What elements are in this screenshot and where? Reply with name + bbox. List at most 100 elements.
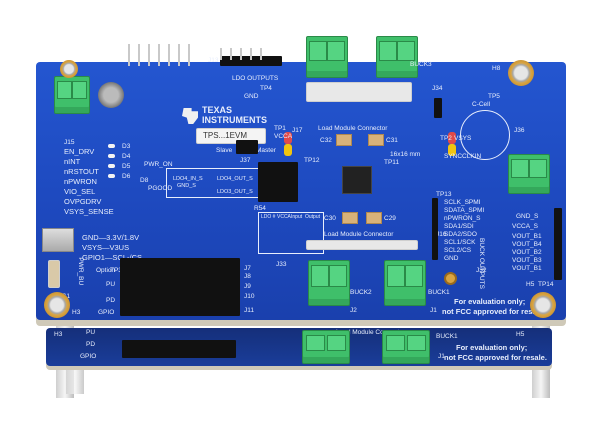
lower-notice-line2: not FCC approved for resale.: [444, 353, 547, 362]
lower-j1-label: J1: [438, 353, 445, 360]
j11-label: J11: [244, 307, 254, 314]
h5-label: H5: [526, 281, 535, 288]
signal-nint: nINT: [64, 157, 81, 166]
lower-buck1-label: BUCK1: [436, 333, 458, 340]
buck3-terminal: [306, 36, 348, 78]
j14-jumper-block: [258, 162, 298, 202]
buck-outputs-header: [554, 208, 562, 280]
output-vout-b2: VOUT_B2: [512, 249, 542, 256]
buck-outputs-label: BUCK OUTPUTS: [478, 238, 485, 289]
led-d5: [108, 164, 115, 168]
j2-label: J2: [350, 307, 357, 314]
j32-pad: [444, 272, 457, 285]
j9-label: J9: [244, 283, 251, 290]
tp6-fb-b3: [448, 144, 456, 156]
j34-jumper: [434, 98, 442, 118]
d5-label: D5: [122, 163, 131, 170]
pu-label: PU: [106, 281, 116, 288]
pmic-chip: [342, 166, 372, 194]
pwr-on-label: PWR_ON: [144, 161, 173, 168]
spmi-pin-sda1: SDA1/SDI: [444, 223, 474, 230]
tp11-label: TP11: [384, 159, 400, 166]
ti-logo-icon: [182, 108, 198, 124]
slave-label: Slave: [216, 147, 233, 154]
upper-pcb: TEXAS INSTRUMENTS TPS...1EVM J15 EN_DRV …: [36, 36, 566, 320]
output-vout-b4: VOUT_B4: [512, 241, 542, 248]
gnd-s-label: GND_S: [177, 183, 196, 189]
brand-line1: TEXAS: [202, 105, 233, 115]
inductor-size-label: 16x16 mm: [390, 151, 421, 158]
lower-buck1-terminal: [382, 330, 430, 364]
mounting-screw-h8: [508, 60, 534, 86]
output-vout-b1-2: VOUT_B1: [512, 265, 542, 272]
power-switch: [48, 260, 60, 288]
spmi-header: [432, 198, 438, 260]
j8-label: J8: [244, 273, 251, 280]
led-d4: [108, 154, 115, 158]
pgood-label: PGOOD: [148, 185, 173, 192]
tp13-label: TP13: [436, 191, 452, 198]
lower-notice-line1: For evaluation only;: [456, 343, 528, 352]
j37-jumper: [236, 140, 258, 154]
d8-label: D8: [140, 177, 149, 184]
gpio-label: GPIO: [98, 309, 115, 316]
tp5-label: TP5: [488, 93, 500, 100]
header-pin: [158, 44, 160, 66]
lower-h3-label: H3: [54, 331, 63, 338]
output-vout-b3: VOUT_B3: [512, 257, 542, 264]
signal-vsys-sense: VSYS_SENSE: [64, 207, 114, 216]
mounting-screw-h7: [60, 60, 78, 78]
gnd-voltage-label: GND—3.3V/1.8V: [82, 233, 140, 242]
signal-nrstout: nRSTOUT: [64, 167, 99, 176]
tp4-label: TP4: [260, 85, 272, 92]
header-pin: [168, 44, 170, 66]
board-label-text: TPS...1EVM: [203, 131, 248, 140]
c29-label: C29: [384, 215, 396, 222]
header-pin: [178, 44, 180, 66]
ldo-sense-table: LDO4_IN_S LDO4_OUT_S GND_S LDO3_OUT_S: [166, 168, 264, 198]
load-module-connector-bottom: [306, 240, 418, 250]
header-pin: [230, 48, 232, 60]
r54-label: R54: [254, 205, 266, 212]
notice-line1: For evaluation only;: [454, 297, 526, 306]
capacitor-c32: [336, 134, 352, 146]
standoff-left-rear: [66, 366, 84, 394]
spmi-pin-sda2: SDA2/SDO: [444, 231, 477, 238]
j34-label: J34: [432, 85, 443, 92]
d6-label: D6: [122, 173, 131, 180]
notice-line2: not FCC approved for resale.: [442, 307, 545, 316]
vcca-label: VCCA: [274, 133, 293, 140]
signal-en-drv: EN_DRV: [64, 147, 95, 156]
pwr-bu-label: PWR_BU: [77, 257, 85, 286]
spmi-pin-npwron: nPWRON_S: [444, 215, 481, 222]
j16-label: J16: [436, 231, 447, 238]
mounting-screw-h3: [44, 292, 70, 318]
j1-label: J1: [430, 307, 437, 314]
signal-ovpgdrv: OVPGDRV: [64, 197, 102, 206]
buck3-label: BUCK3: [410, 61, 432, 68]
c32-label: C32: [320, 137, 332, 144]
buck1-terminal: [384, 260, 426, 306]
c30-label: C30: [324, 215, 336, 222]
capacitor-c31: [368, 134, 384, 146]
load-module-label-top: Load Module Connector: [318, 125, 388, 132]
d3-label: D3: [122, 143, 131, 150]
j37-label: J37: [240, 157, 251, 164]
gpio-header-block: [120, 258, 240, 316]
c-cell-label: C-Cell: [472, 101, 491, 108]
tp2-vsys: [448, 132, 456, 144]
spmi-pin-scl1: SCL1/SCK: [444, 239, 476, 246]
led-d6: [108, 174, 115, 178]
usb-connector: [42, 228, 74, 252]
buck2-terminal: [308, 260, 350, 306]
lower-gpio-label: GPIO: [80, 353, 97, 360]
buck2-label: BUCK2: [350, 289, 372, 296]
tp2-label: TP2: [440, 135, 452, 142]
output-vcca-s: VCCA_S: [512, 223, 539, 230]
header-pin: [260, 48, 262, 60]
option-label: Option: [96, 267, 116, 274]
header-pin: [138, 44, 140, 66]
j13-ldo-outputs-header: [220, 56, 282, 66]
lower-gpio-header: [122, 340, 236, 358]
